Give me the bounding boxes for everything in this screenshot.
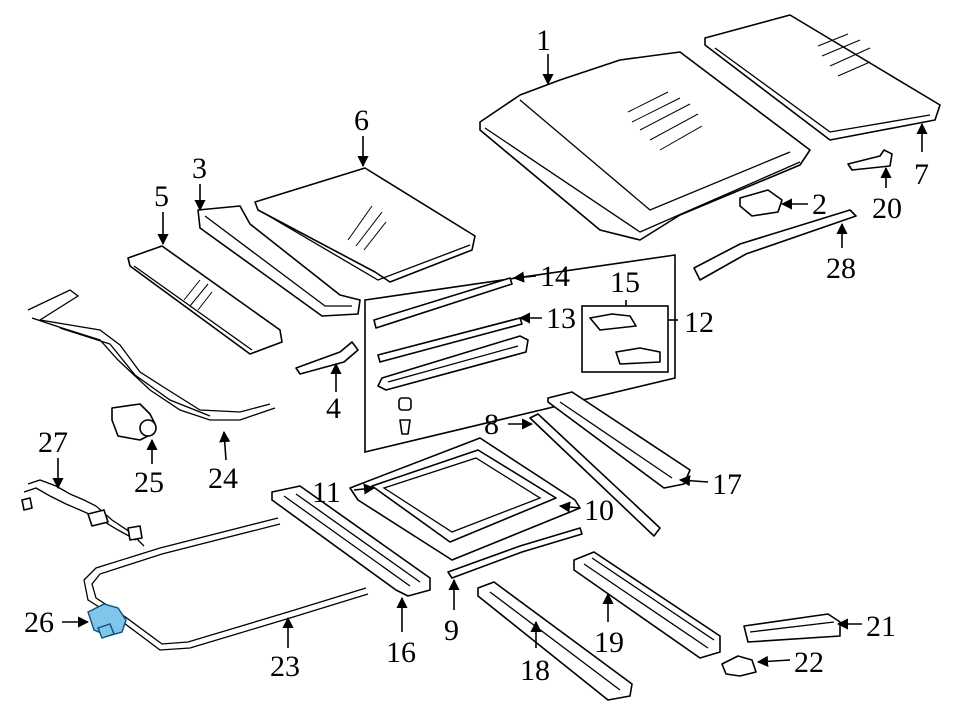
part-28-weatherstrip[interactable] — [693, 209, 857, 281]
part-3-wind-deflector[interactable] — [197, 205, 361, 317]
callout-13: 13 — [546, 302, 576, 335]
callout-11: 11 — [312, 476, 341, 509]
callout-26: 26 — [24, 606, 54, 639]
part-6-sunroof-glass[interactable] — [254, 167, 476, 283]
part-25-motor[interactable] — [111, 403, 157, 441]
part-1-front-roof-glass[interactable] — [479, 51, 811, 241]
callout-21: 21 — [866, 610, 896, 643]
callout-5: 5 — [154, 180, 169, 213]
callout-8: 8 — [484, 408, 499, 441]
part-11-frame[interactable] — [371, 449, 557, 543]
part-27-wiring-harness[interactable] — [21, 479, 145, 547]
callout-4: 4 — [326, 392, 341, 425]
part-5-sunshade-panel[interactable] — [127, 245, 283, 355]
part-1-glass-reflection — [627, 91, 703, 151]
part-26-actuator[interactable] — [87, 603, 127, 639]
callout-9: 9 — [444, 614, 459, 647]
callout-25: 25 — [134, 466, 164, 499]
part-8-seal-strip[interactable] — [529, 413, 661, 537]
callout-16: 16 — [386, 636, 416, 669]
callout-19: 19 — [594, 626, 624, 659]
part-17-side-rail[interactable] — [547, 391, 691, 489]
part-19-guide-rail[interactable] — [573, 551, 721, 659]
callout-7: 7 — [914, 158, 929, 191]
part-15-clips[interactable] — [589, 313, 661, 365]
callout-20: 20 — [872, 192, 902, 225]
callout-22: 22 — [794, 646, 824, 679]
part-12-clip[interactable] — [398, 397, 412, 435]
callout-23: 23 — [270, 650, 300, 683]
part-22-bracket[interactable] — [721, 655, 757, 677]
callout-15: 15 — [610, 266, 640, 299]
part-15-group-box — [581, 305, 669, 373]
callout-1: 1 — [536, 24, 551, 57]
callout-6: 6 — [354, 104, 369, 137]
callout-3: 3 — [192, 152, 207, 185]
part-7-rear-roof-glass[interactable] — [704, 14, 941, 141]
callout-12: 12 — [684, 306, 714, 339]
callout-28: 28 — [826, 252, 856, 285]
callout-18: 18 — [520, 654, 550, 687]
part-9-seal-strip[interactable] — [447, 527, 583, 579]
part-16-frame-rail[interactable] — [271, 485, 431, 597]
part-13-seal-strip[interactable] — [377, 317, 523, 363]
leader-lines — [52, 54, 928, 667]
part-14-seal-strip[interactable] — [373, 277, 513, 329]
part-6-glass-reflection — [347, 205, 387, 251]
callout-17: 17 — [712, 468, 742, 501]
callout-24: 24 — [208, 462, 238, 495]
callout-2: 2 — [812, 188, 827, 221]
part-18-guide-rail[interactable] — [477, 581, 633, 701]
part-21-trim-panel[interactable] — [743, 613, 841, 643]
callout-27: 27 — [38, 426, 68, 459]
part-4-rod[interactable] — [295, 341, 359, 375]
part-5-glass-reflection — [183, 279, 213, 311]
part-20-bolt[interactable] — [847, 149, 893, 171]
callout-10: 10 — [584, 494, 614, 527]
part-7-glass-reflection — [817, 33, 871, 77]
part-12-guide-rail[interactable] — [377, 335, 529, 391]
part-24-drain-hose[interactable] — [27, 289, 276, 421]
part-12-kit-box — [364, 254, 676, 454]
callout-14: 14 — [540, 260, 570, 293]
part-2-bracket[interactable] — [739, 189, 783, 217]
